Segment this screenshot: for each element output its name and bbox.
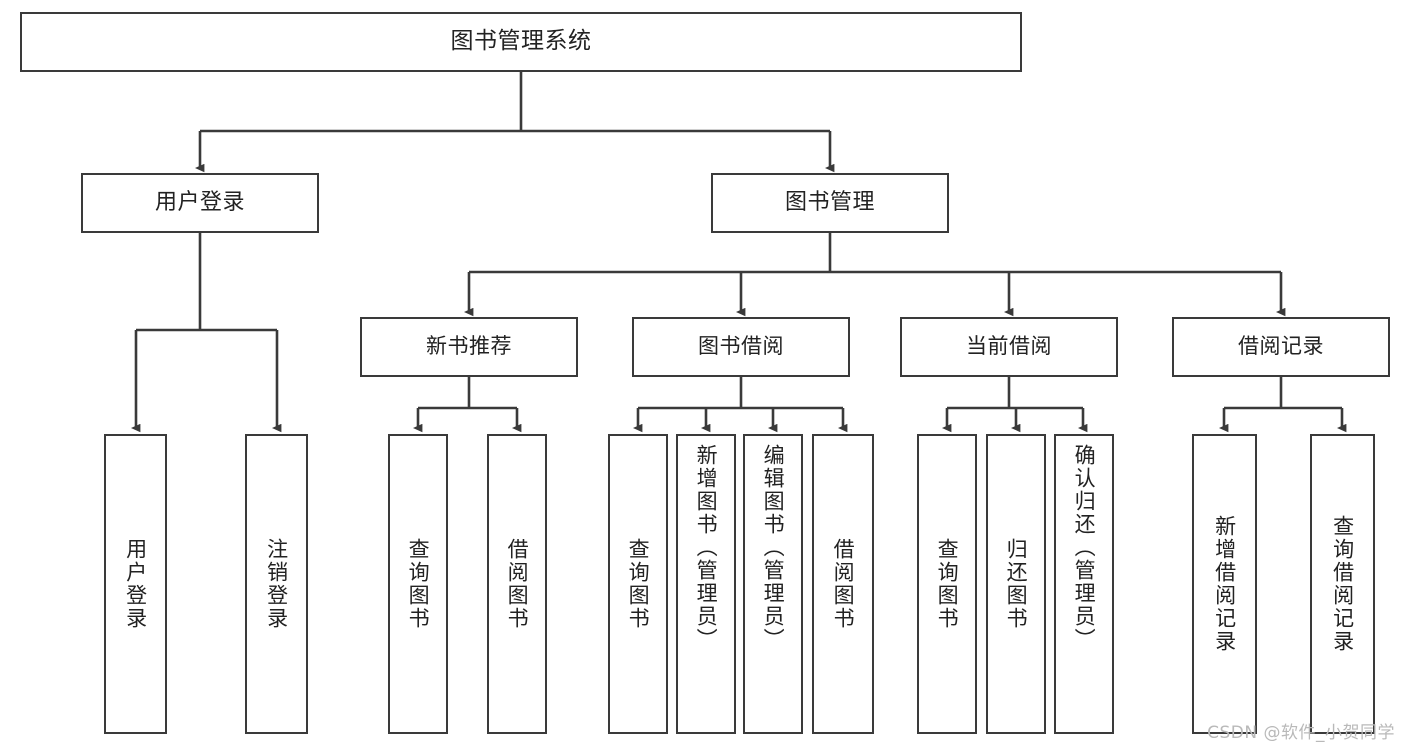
csdn-watermark: CSDN @软件_小贺同学 — [1207, 723, 1395, 743]
node-label: 查询图书 — [406, 538, 431, 630]
leaf-user-login[interactable]: 用户登录 — [104, 434, 167, 734]
leaf-query-book-borrow[interactable]: 查询图书 — [608, 434, 668, 734]
leaf-add-book-admin[interactable]: 新增图书（管理员） — [676, 434, 736, 734]
node-label: 当前借阅 — [966, 334, 1052, 359]
node-label: 查询借阅记录 — [1330, 515, 1355, 653]
node-label: 用户登录 — [154, 189, 245, 215]
node-label: 用户登录 — [123, 538, 148, 630]
leaf-query-book-recommend[interactable]: 查询图书 — [388, 434, 448, 734]
node-borrow-records[interactable]: 借阅记录 — [1172, 317, 1390, 377]
leaf-add-borrow-record[interactable]: 新增借阅记录 — [1192, 434, 1257, 734]
leaf-edit-book-admin[interactable]: 编辑图书（管理员） — [743, 434, 803, 734]
node-label: 图书管理系统 — [450, 28, 592, 55]
leaf-query-borrow-record[interactable]: 查询借阅记录 — [1310, 434, 1375, 734]
node-label: 编辑图书（管理员） — [761, 444, 786, 651]
leaf-return-book[interactable]: 归还图书 — [986, 434, 1046, 734]
node-label: 图书管理 — [784, 189, 875, 215]
node-label: 图书借阅 — [698, 334, 784, 359]
node-label: 查询图书 — [935, 538, 960, 630]
node-label: 查询图书 — [626, 538, 651, 630]
leaf-confirm-return-admin[interactable]: 确认归还（管理员） — [1054, 434, 1114, 734]
node-current-borrow[interactable]: 当前借阅 — [900, 317, 1118, 377]
node-user-login[interactable]: 用户登录 — [81, 173, 319, 233]
node-label: 借阅记录 — [1238, 334, 1324, 359]
node-root-system[interactable]: 图书管理系统 — [20, 12, 1022, 72]
node-label: 借阅图书 — [505, 538, 530, 630]
node-book-borrow[interactable]: 图书借阅 — [632, 317, 850, 377]
node-label: 注销登录 — [264, 538, 289, 630]
node-label: 借阅图书 — [831, 538, 856, 630]
leaf-query-book-current[interactable]: 查询图书 — [917, 434, 977, 734]
node-label: 新增借阅记录 — [1212, 515, 1237, 653]
node-label: 归还图书 — [1004, 538, 1029, 630]
node-book-management[interactable]: 图书管理 — [711, 173, 949, 233]
node-label: 新增图书（管理员） — [694, 444, 719, 651]
leaf-logout[interactable]: 注销登录 — [245, 434, 308, 734]
leaf-borrow-book-recommend[interactable]: 借阅图书 — [487, 434, 547, 734]
leaf-borrow-book[interactable]: 借阅图书 — [812, 434, 874, 734]
node-new-book-recommend[interactable]: 新书推荐 — [360, 317, 578, 377]
node-label: 确认归还（管理员） — [1072, 444, 1097, 651]
node-label: 新书推荐 — [426, 334, 512, 359]
